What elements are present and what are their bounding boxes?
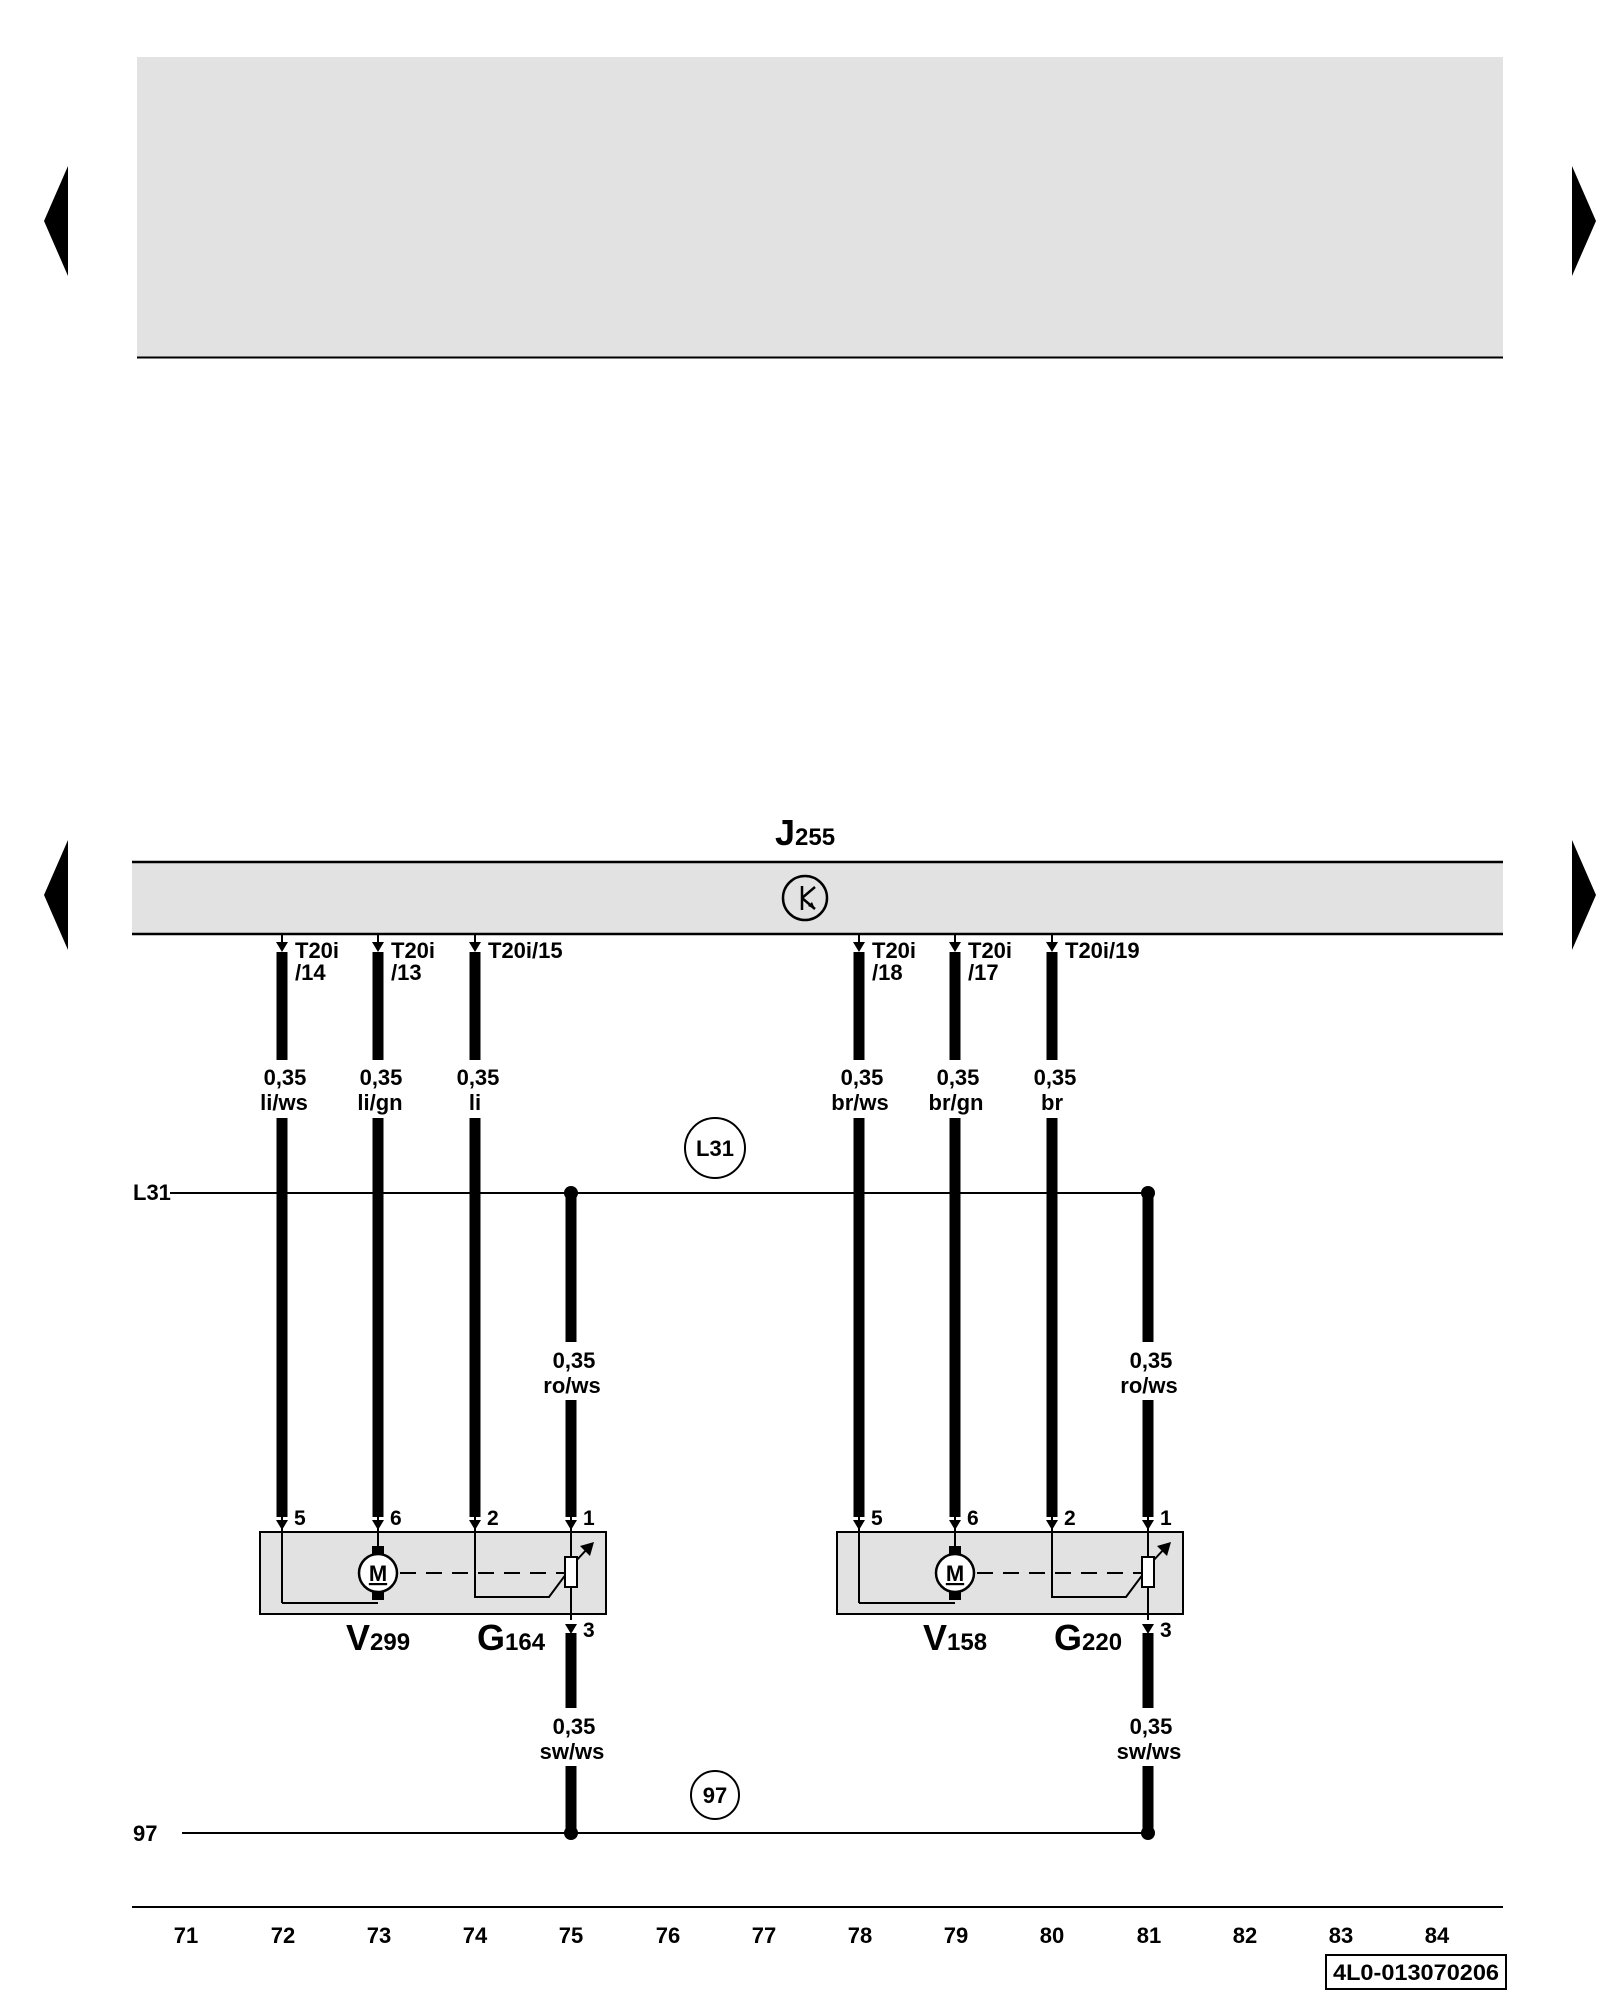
motor-v158-icon [934,1552,976,1594]
connector-stubs-top [281,934,1053,944]
doc-code: 4L0-013070206 [1333,1960,1499,1985]
grid-number: 80 [1040,1923,1064,1948]
component-g164-label: G164 [477,1617,546,1658]
ground-97-marker [690,1770,740,1820]
pin-right-3: 3 [1160,1619,1172,1642]
pin-right-6: 6 [967,1507,979,1530]
ground-97-marker-label: 97 [703,1783,727,1808]
component-g220-label: G220 [1054,1617,1122,1658]
potentiometer-g164-arrow [580,1542,594,1556]
l31-bus-label: L31 [133,1180,171,1205]
grid-number: 78 [848,1923,872,1948]
junction-l31-81 [1141,1186,1155,1200]
motor-v299-brush-top [372,1546,384,1556]
junction-97-81 [1141,1826,1155,1840]
motor-v299-symbol: M [369,1561,387,1586]
ground-97-label: 97 [133,1821,157,1846]
grid-number: 82 [1233,1923,1257,1948]
grid-number: 83 [1329,1923,1353,1948]
wire-80-internal [1051,1517,1166,1598]
grid-number: 72 [271,1923,295,1948]
pin-right-1: 1 [1160,1507,1172,1530]
l31-marker-label: L31 [696,1136,734,1161]
pin-right-2: 2 [1064,1507,1076,1530]
grid-number: 76 [656,1923,680,1948]
wire-label-backings [256,1060,1179,1766]
grid-number: 84 [1425,1923,1450,1948]
junction-97-75 [564,1826,578,1840]
prev-page-arrow-bottom[interactable] [44,840,68,950]
motor-v299-icon [357,1552,399,1594]
motor-v158-symbol: M [946,1561,964,1586]
next-page-arrow-bottom[interactable] [1572,840,1596,950]
grid-number-row: 71 72 73 74 75 76 77 78 79 80 81 82 83 8… [174,1923,1450,1948]
motor-v158-brush-bottom [949,1590,961,1600]
pin-left-3: 3 [583,1619,595,1642]
connector-t20i-19: T20i/19 [1065,938,1140,963]
grid-number: 79 [944,1923,968,1948]
control-unit-j255 [132,862,1503,934]
grid-number: 74 [463,1923,488,1948]
pin-left-1: 1 [583,1507,595,1530]
pin-left-6: 6 [390,1507,402,1530]
upper-panel [137,57,1503,357]
pin-left-5: 5 [294,1507,306,1530]
component-v299-label: V299 [346,1617,410,1658]
prev-page-arrow-top[interactable] [44,166,68,276]
connector-t20i-13: T20i/13 [391,938,435,985]
control-unit-label: J255 [775,812,835,853]
potentiometer-g220-arrow [1157,1542,1171,1556]
grid-number: 77 [752,1923,776,1948]
connector-t20i-18: T20i/18 [872,938,916,985]
pin-left-2: 2 [487,1507,499,1530]
l31-marker [684,1117,746,1179]
potentiometer-g220 [1141,1556,1155,1588]
connector-t20i-17: T20i/17 [968,938,1012,985]
grid-number: 73 [367,1923,391,1948]
potentiometer-g164 [564,1556,578,1588]
motor-v158-brush-top [949,1546,961,1556]
pin-right-5: 5 [871,1507,883,1530]
connector-t20i-14: T20i/14 [295,938,339,985]
component-v158-label: V158 [923,1617,987,1658]
connector-arrows-top [276,942,1058,952]
doc-code-box [1325,1954,1507,1990]
electronic-unit-icon [781,874,829,922]
junction-l31-75 [564,1186,578,1200]
pin-arrows-component [276,1520,1154,1634]
grid-number: 71 [174,1923,198,1948]
next-page-arrow-top[interactable] [1572,166,1596,276]
grid-number: 75 [559,1923,583,1948]
wire-74-internal [474,1517,589,1598]
grid-number: 81 [1137,1923,1161,1948]
motor-v299-brush-bottom [372,1590,384,1600]
connector-t20i-15: T20i/15 [488,938,563,963]
